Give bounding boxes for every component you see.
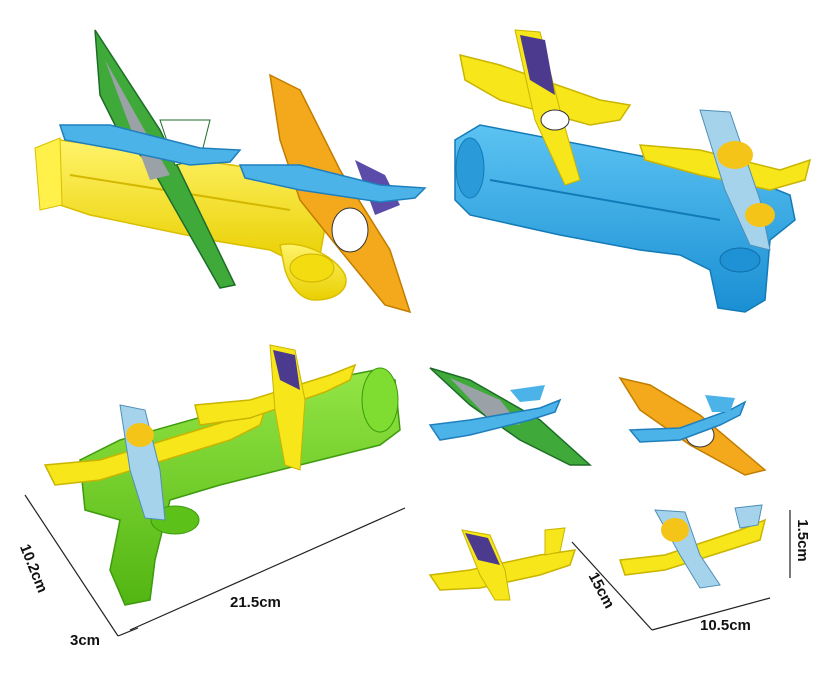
yellow-glider-blue-bottom xyxy=(638,109,812,251)
dimension-length-right: 10.5cm xyxy=(700,617,751,634)
green-launcher xyxy=(79,367,401,606)
dimension-depth-left: 3cm xyxy=(70,632,101,649)
yellow-glider-blue-top xyxy=(459,29,632,186)
loose-yellow-glider-right xyxy=(618,504,767,589)
yellow-glider-green-right xyxy=(194,344,357,471)
green-glider-top xyxy=(58,29,242,289)
orange-glider-top xyxy=(238,73,427,314)
yellow-glider-green-left xyxy=(43,404,267,521)
dimension-thickness-right: 1.5cm xyxy=(793,519,811,562)
loose-green-glider xyxy=(428,367,592,466)
loose-yellow-glider-left xyxy=(428,527,577,601)
dimension-lines xyxy=(24,494,791,637)
loose-orange-glider xyxy=(618,376,767,476)
dimension-length-left: 21.5cm xyxy=(230,594,281,611)
